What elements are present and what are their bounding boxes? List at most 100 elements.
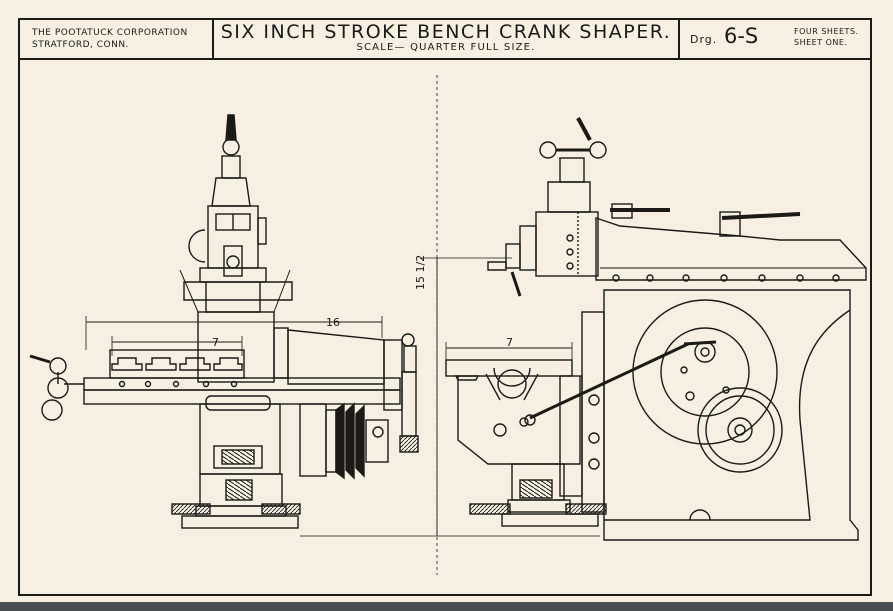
handle-ball-left — [222, 138, 240, 156]
drive-lever-body — [403, 345, 417, 373]
foot-slot — [689, 509, 711, 521]
dim-overall-length: 16 — [326, 316, 340, 329]
table-apron — [457, 376, 581, 465]
pulley-step-3 — [355, 404, 365, 478]
pulley-step-1 — [335, 402, 345, 480]
drawing-border — [18, 18, 872, 596]
sheet-count: FOUR SHEETS. — [794, 27, 859, 36]
dim-height: 15 1/2 — [414, 254, 427, 290]
crank-pin — [694, 341, 716, 363]
ram-lever-2 — [721, 212, 801, 220]
knurled-knob-left-b — [261, 503, 301, 515]
tool-handle-right — [576, 117, 592, 141]
tool-clamp — [226, 255, 240, 269]
column-flange — [273, 327, 289, 379]
tool-post-right — [559, 157, 585, 183]
pulley-hub — [325, 409, 337, 473]
clapper-box — [547, 181, 591, 213]
drawing-prefix: Drg. — [690, 33, 718, 46]
feed-handle-ball-2 — [41, 399, 63, 421]
feed-handwheel — [47, 377, 69, 399]
sheet-info: FOUR SHEETS. SHEET ONE. — [794, 26, 859, 48]
title-divider-right — [678, 18, 680, 58]
title-divider-left — [212, 18, 214, 58]
tool-post-top — [221, 155, 241, 179]
pulley-step-2 — [345, 402, 355, 480]
elevating-screw-right — [519, 479, 553, 499]
rail-bolt-1 — [118, 380, 126, 388]
spring-left — [221, 449, 255, 465]
side-view — [445, 117, 867, 541]
pulley-nut-hole — [372, 426, 384, 438]
tool-holder — [223, 245, 243, 277]
motor-housing — [287, 329, 385, 385]
ram-clamp-2 — [719, 211, 741, 237]
bull-gear — [632, 299, 778, 445]
bearing-block — [299, 403, 327, 477]
column-right — [581, 311, 605, 513]
drawing-scale: SCALE— QUARTER FULL SIZE. — [356, 42, 536, 53]
tool-ball-left — [539, 141, 557, 159]
tool-bit — [487, 261, 507, 271]
base-right — [507, 499, 571, 513]
company-location: STRATFORD, CONN. — [32, 40, 129, 50]
tool-handle-left — [225, 114, 237, 141]
tool-bit-holder — [505, 243, 521, 269]
end-view — [29, 114, 419, 529]
tool-ball-right — [589, 141, 607, 159]
drive-lever-ball — [401, 333, 415, 347]
bull-gear-inner — [660, 327, 750, 417]
drawing-number: 6-S — [723, 24, 759, 48]
side-scale — [257, 217, 267, 245]
connecting-rod — [529, 342, 689, 420]
t-slot-1 — [111, 357, 143, 371]
knurled-knob-right-b — [565, 503, 607, 515]
right-table — [445, 359, 573, 377]
vise-wheel — [497, 369, 527, 399]
table-slide — [559, 375, 583, 497]
base-foot-right — [501, 513, 599, 527]
pinion-gear — [697, 387, 783, 473]
sheet-index: SHEET ONE. — [794, 38, 848, 47]
ram-neck — [205, 282, 261, 313]
rail-bolt-5 — [230, 380, 238, 388]
title-block: THE POOTATUCK CORPORATION STRATFORD, CON… — [18, 18, 872, 60]
drive-knob — [399, 435, 419, 453]
head-arc — [188, 229, 206, 263]
dim-left-table: 7 — [212, 336, 219, 349]
tool-slide-right — [519, 225, 537, 271]
tool-post-body — [211, 177, 251, 207]
rail-bolt-3 — [172, 380, 180, 388]
ram-body-right — [595, 217, 867, 281]
knee-cap — [205, 395, 271, 411]
column — [197, 311, 275, 383]
knurled-knob-left-a — [171, 503, 211, 515]
drive-slide — [401, 371, 417, 437]
window-bottom-bar — [0, 602, 893, 611]
ram-clamp-1 — [611, 203, 633, 219]
company-name: THE POOTATUCK CORPORATION — [32, 28, 188, 38]
t-slot-4 — [213, 357, 243, 371]
dim-right-table: 7 — [506, 336, 513, 349]
drive-upright — [383, 339, 403, 411]
main-frame — [603, 289, 851, 521]
rail-bolt-2 — [144, 380, 152, 388]
left-table — [109, 349, 245, 379]
base-foot-left — [181, 515, 299, 529]
feed-handle-grip — [29, 354, 51, 364]
company-block: THE POOTATUCK CORPORATION STRATFORD, CON… — [32, 27, 188, 51]
cross-slide — [83, 389, 401, 405]
pulley-nut — [365, 419, 389, 463]
drawing-number-block: Drg. 6-S — [690, 24, 758, 48]
cutter — [510, 271, 522, 297]
t-slot-3 — [179, 357, 211, 371]
spring-housing — [213, 445, 263, 469]
t-slot-2 — [145, 357, 177, 371]
ram-top — [199, 267, 267, 283]
elevating-screw-left — [225, 479, 253, 501]
frame-base — [603, 310, 859, 541]
knurled-knob-right-a — [469, 503, 511, 515]
ram-saddle — [183, 281, 293, 301]
